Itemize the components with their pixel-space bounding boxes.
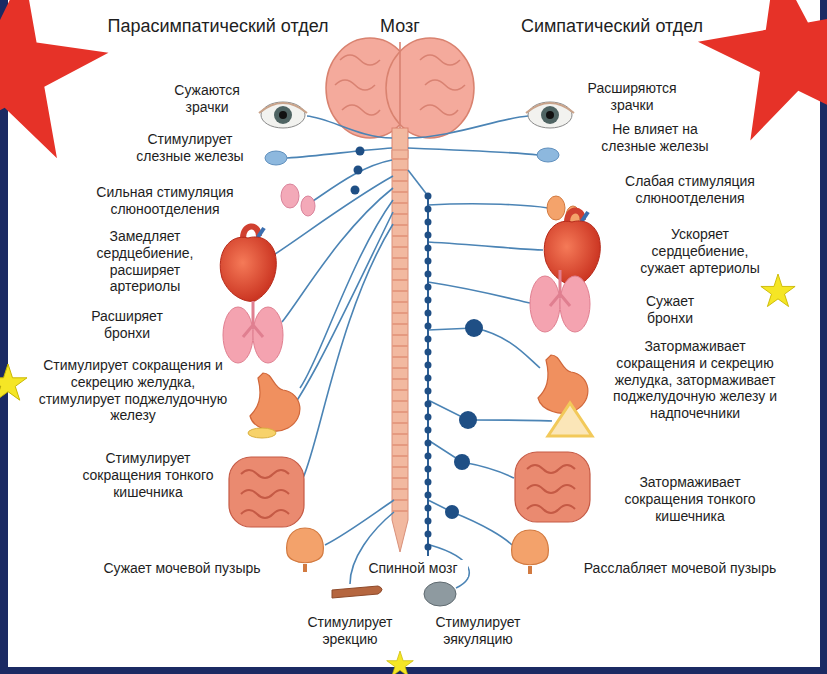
nerve (303, 224, 393, 478)
nerve (310, 160, 392, 203)
lungs (530, 270, 590, 332)
nerve (428, 400, 552, 421)
effect-label: Не влияет на слезные железы (590, 121, 720, 155)
nerve (408, 116, 528, 138)
effect-label: Сужаются зрачки (157, 82, 257, 116)
nerve (428, 282, 530, 303)
effect-label: Ускоряет сердцебиение, сужает артериолы (630, 226, 770, 276)
effect-label: Слабая стимуляция слюноотделения (605, 173, 775, 207)
ganglion (445, 505, 459, 519)
effect-label: Стимулирует эякуляцию (423, 614, 533, 648)
effect-label: Замедляет сердцебиение, расширяет артери… (90, 228, 200, 295)
effect-label: Сильная стимуляция слюноотделения (85, 184, 245, 218)
nerve (428, 440, 514, 478)
yellow-star (761, 274, 795, 307)
organ-label: Спинной мозг (358, 560, 468, 577)
nerve (272, 176, 393, 256)
stomach (250, 373, 300, 431)
heart (544, 210, 600, 285)
effect-label: Затормаживает сокращения тонкого кишечни… (615, 474, 765, 524)
nerve (408, 148, 538, 155)
ganglion (356, 147, 365, 156)
lacrimal-gland (265, 151, 287, 165)
effect-label: Стимулирует сокращения и секрецию желудк… (36, 357, 231, 424)
nerve (428, 242, 543, 250)
lungs (223, 301, 283, 363)
effect-label: Расширяются зрачки (572, 80, 692, 114)
pancreas (248, 428, 276, 438)
small-intestine (229, 457, 304, 527)
eye (526, 102, 574, 128)
brain-gyri (335, 42, 465, 132)
spinal-cord (392, 150, 408, 552)
salivary-gland (301, 196, 315, 216)
nerve (325, 500, 394, 545)
nerve (287, 148, 392, 158)
stomach (538, 355, 588, 413)
nerve (408, 170, 428, 196)
bladder (287, 528, 324, 572)
trunk-ganglia (425, 196, 432, 556)
effect-label: Стимулирует сокращения тонкого кишечника (78, 450, 218, 500)
effect-label: Сужает бронхи (630, 293, 710, 327)
red-star (0, 0, 118, 163)
effect-label: Расслабляет мочевой пузырь (560, 560, 800, 577)
red-star (687, 0, 827, 146)
nerve (428, 500, 512, 545)
bladder (512, 530, 549, 574)
section-heading: Парасимпатический отдел (103, 16, 333, 38)
effect-label: Стимулирует слезные железы (130, 131, 250, 165)
penis (332, 586, 382, 598)
organ-label: Мозг (360, 16, 440, 38)
effect-label: Стимулирует эрекцию (295, 614, 405, 648)
small-intestine (515, 452, 590, 522)
ganglion (351, 186, 360, 195)
testis (424, 582, 456, 606)
eye (259, 102, 307, 128)
nerve (307, 116, 392, 138)
effect-label: Сужает мочевой пузырь (77, 560, 287, 577)
nerve (300, 200, 393, 388)
lacrimal-gland (537, 148, 559, 162)
nerve (428, 204, 548, 208)
salivary-gland (281, 184, 299, 208)
ganglion (459, 411, 477, 429)
yellow-star (0, 364, 27, 400)
ganglion (354, 166, 363, 175)
effect-label: Затормаживает сокращения и секрецию желу… (610, 338, 780, 422)
ganglion (465, 319, 483, 337)
salivary-gland (547, 196, 565, 220)
ganglion (454, 454, 470, 470)
section-heading: Симпатический отдел (512, 16, 712, 38)
pancreas (548, 403, 592, 436)
yellow-star (387, 651, 414, 674)
effect-label: Расширяет бронхи (82, 308, 172, 342)
heart (220, 226, 276, 301)
sympathetic-trunk (427, 196, 429, 556)
nerve-lines (272, 116, 552, 588)
nerve (428, 328, 540, 368)
panel-ground (8, 0, 820, 667)
spinal-segments (392, 158, 408, 520)
